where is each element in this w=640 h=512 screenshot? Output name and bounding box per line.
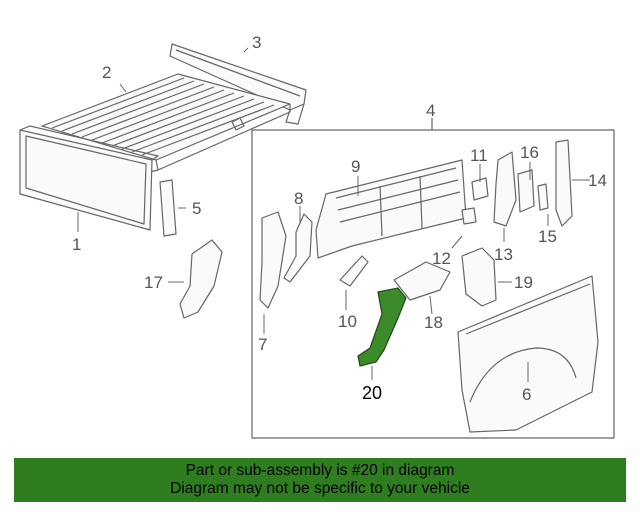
part-14-pillar[interactable] bbox=[555, 139, 573, 227]
part-20-highlighted-brace[interactable] bbox=[357, 287, 407, 367]
callout-20: 20 bbox=[362, 383, 382, 403]
callout-13: 13 bbox=[494, 245, 513, 264]
part-18-wheelhouse-top[interactable] bbox=[393, 261, 451, 301]
callout-12: 12 bbox=[432, 249, 451, 268]
callout-16: 16 bbox=[520, 143, 539, 162]
part-5-post[interactable] bbox=[159, 179, 177, 237]
callout-15: 15 bbox=[538, 227, 557, 246]
part-19-bracket[interactable] bbox=[461, 247, 497, 307]
callout-6: 6 bbox=[522, 385, 531, 404]
part-17-bracket[interactable] bbox=[179, 239, 223, 319]
part-8-bracket[interactable] bbox=[283, 213, 313, 283]
part-10-brace[interactable] bbox=[339, 255, 369, 287]
assembly-4-frame bbox=[251, 129, 615, 439]
callout-5: 5 bbox=[192, 199, 201, 218]
callout-1: 1 bbox=[72, 235, 81, 254]
banner-line-1: Part or sub-assembly is #20 in diagram bbox=[185, 462, 455, 479]
part-12-clip[interactable] bbox=[461, 207, 477, 225]
info-banner: Part or sub-assembly is #20 in diagram D… bbox=[14, 458, 626, 502]
part-11-clip[interactable] bbox=[471, 177, 489, 201]
part-7-pillar[interactable] bbox=[259, 211, 287, 309]
callout-2: 2 bbox=[102, 63, 111, 82]
part-1-front-panel[interactable] bbox=[19, 125, 159, 231]
callout-3: 3 bbox=[252, 33, 261, 52]
callout-18: 18 bbox=[424, 313, 443, 332]
part-16-bracket[interactable] bbox=[517, 169, 535, 213]
parts-diagram: 1 2 3 4 5 6 7 8 9 10 11 12 13 14 15 16 1… bbox=[19, 33, 615, 439]
part-9-inner-panel[interactable] bbox=[315, 159, 467, 259]
part-2-bed-floor[interactable] bbox=[41, 73, 291, 173]
banner-line-2: Diagram may not be specific to your vehi… bbox=[170, 480, 470, 497]
callout-8: 8 bbox=[294, 189, 303, 208]
callout-9: 9 bbox=[351, 157, 360, 176]
callout-4: 4 bbox=[426, 101, 435, 120]
callout-14: 14 bbox=[588, 171, 607, 190]
part-3-rail[interactable] bbox=[169, 43, 307, 125]
callout-11: 11 bbox=[470, 146, 488, 165]
callout-7: 7 bbox=[258, 335, 267, 354]
part-15-clip[interactable] bbox=[537, 183, 549, 211]
callout-17: 17 bbox=[144, 273, 163, 292]
callout-19: 19 bbox=[514, 273, 533, 292]
part-6-outer-panel[interactable] bbox=[457, 275, 599, 433]
callout-10: 10 bbox=[338, 312, 357, 331]
part-13-bracket[interactable] bbox=[493, 151, 517, 227]
